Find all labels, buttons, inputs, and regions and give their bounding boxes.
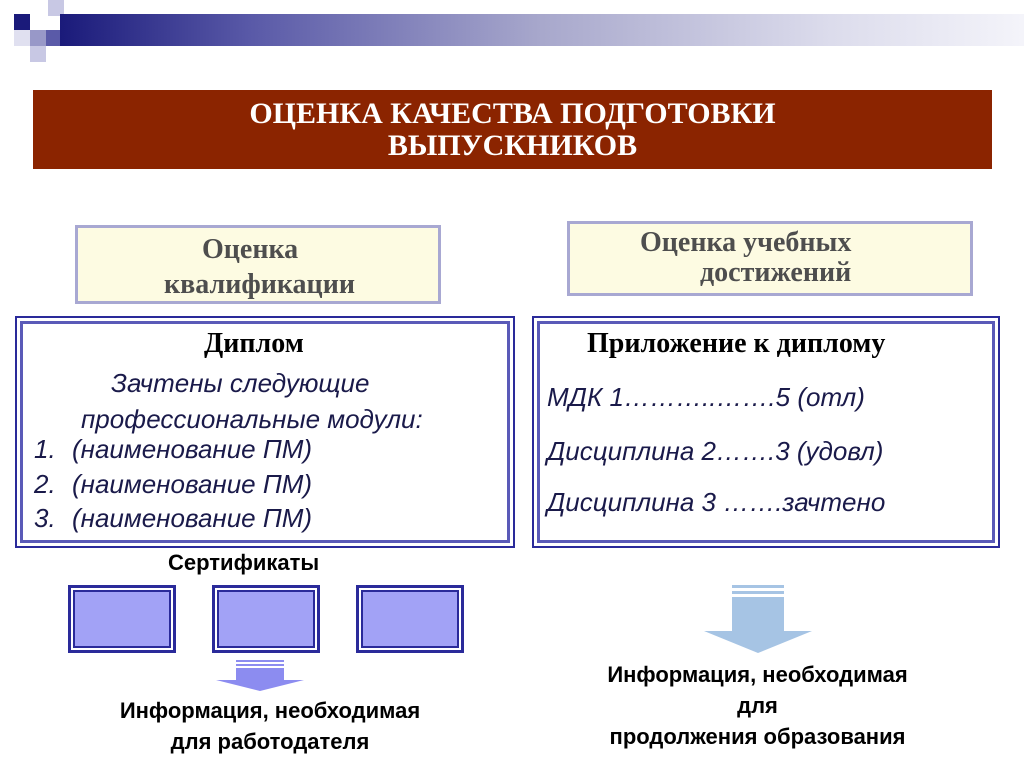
info-employer-line-1: Информация, необходимая [119, 698, 421, 723]
title-line-1: ОЦЕНКА КАЧЕСТВА ПОДГОТОВКИ [249, 96, 776, 130]
info-education-line-2: для [737, 693, 778, 718]
diploma-item-2-num: 2. [34, 469, 56, 499]
appendix-row-1: МДК 1………..…….5 (отл) [547, 382, 865, 412]
info-education-line-3: продолжения образования [609, 724, 906, 749]
title-line-2: ВЫПУСКНИКОВ [387, 128, 638, 162]
diploma-title: Диплом [204, 328, 304, 359]
achievements-header: Оценка учебных достижений [567, 221, 973, 296]
info-education: Информация, необходимая для продолжения … [555, 659, 960, 752]
certificates-label: Сертификаты [168, 550, 320, 575]
diploma-item-2: (наименование ПМ) [72, 469, 313, 499]
achievements-header-line-2: достижений [700, 257, 852, 288]
diploma-panel: Диплом Зачтены следующие профессиональны… [15, 316, 515, 548]
certificate-box-2 [212, 585, 320, 653]
diploma-item-3-num: 3. [34, 503, 56, 533]
certificate-box-1 [68, 585, 176, 653]
info-employer: Информация, необходимая для работодателя [70, 695, 470, 757]
diploma-intro-line-1: Зачтены следующие [111, 368, 370, 398]
appendix-row-2: Дисциплина 2…….3 (удовл) [547, 436, 884, 466]
corner-decoration [0, 0, 80, 70]
arrow-down-education-icon [704, 585, 812, 653]
title-banner: ОЦЕНКА КАЧЕСТВА ПОДГОТОВКИ ВЫПУСКНИКОВ [33, 90, 992, 169]
qualification-header-line-2: квалификации [164, 269, 355, 300]
certificate-box-3 [356, 585, 464, 653]
appendix-title: Приложение к диплому [587, 328, 886, 359]
appendix-row-3: Дисциплина 3 …….зачтено [547, 487, 886, 517]
info-education-line-1: Информация, необходимая [607, 662, 908, 687]
info-employer-line-2: для работодателя [170, 729, 370, 754]
diploma-item-1: (наименование ПМ) [72, 434, 313, 464]
qualification-header-line-1: Оценка [202, 234, 299, 265]
diploma-intro-line-2: профессиональные модули: [81, 404, 423, 434]
top-gradient-bar [60, 14, 1024, 46]
diploma-item-3: (наименование ПМ) [72, 503, 313, 533]
achievements-header-line-1: Оценка учебных [640, 227, 852, 258]
appendix-panel: Приложение к диплому МДК 1………..…….5 (отл… [532, 316, 1000, 548]
qualification-header: Оценка квалификации [75, 225, 441, 304]
arrow-down-employer-icon [216, 660, 304, 691]
diploma-item-1-num: 1. [34, 434, 56, 464]
